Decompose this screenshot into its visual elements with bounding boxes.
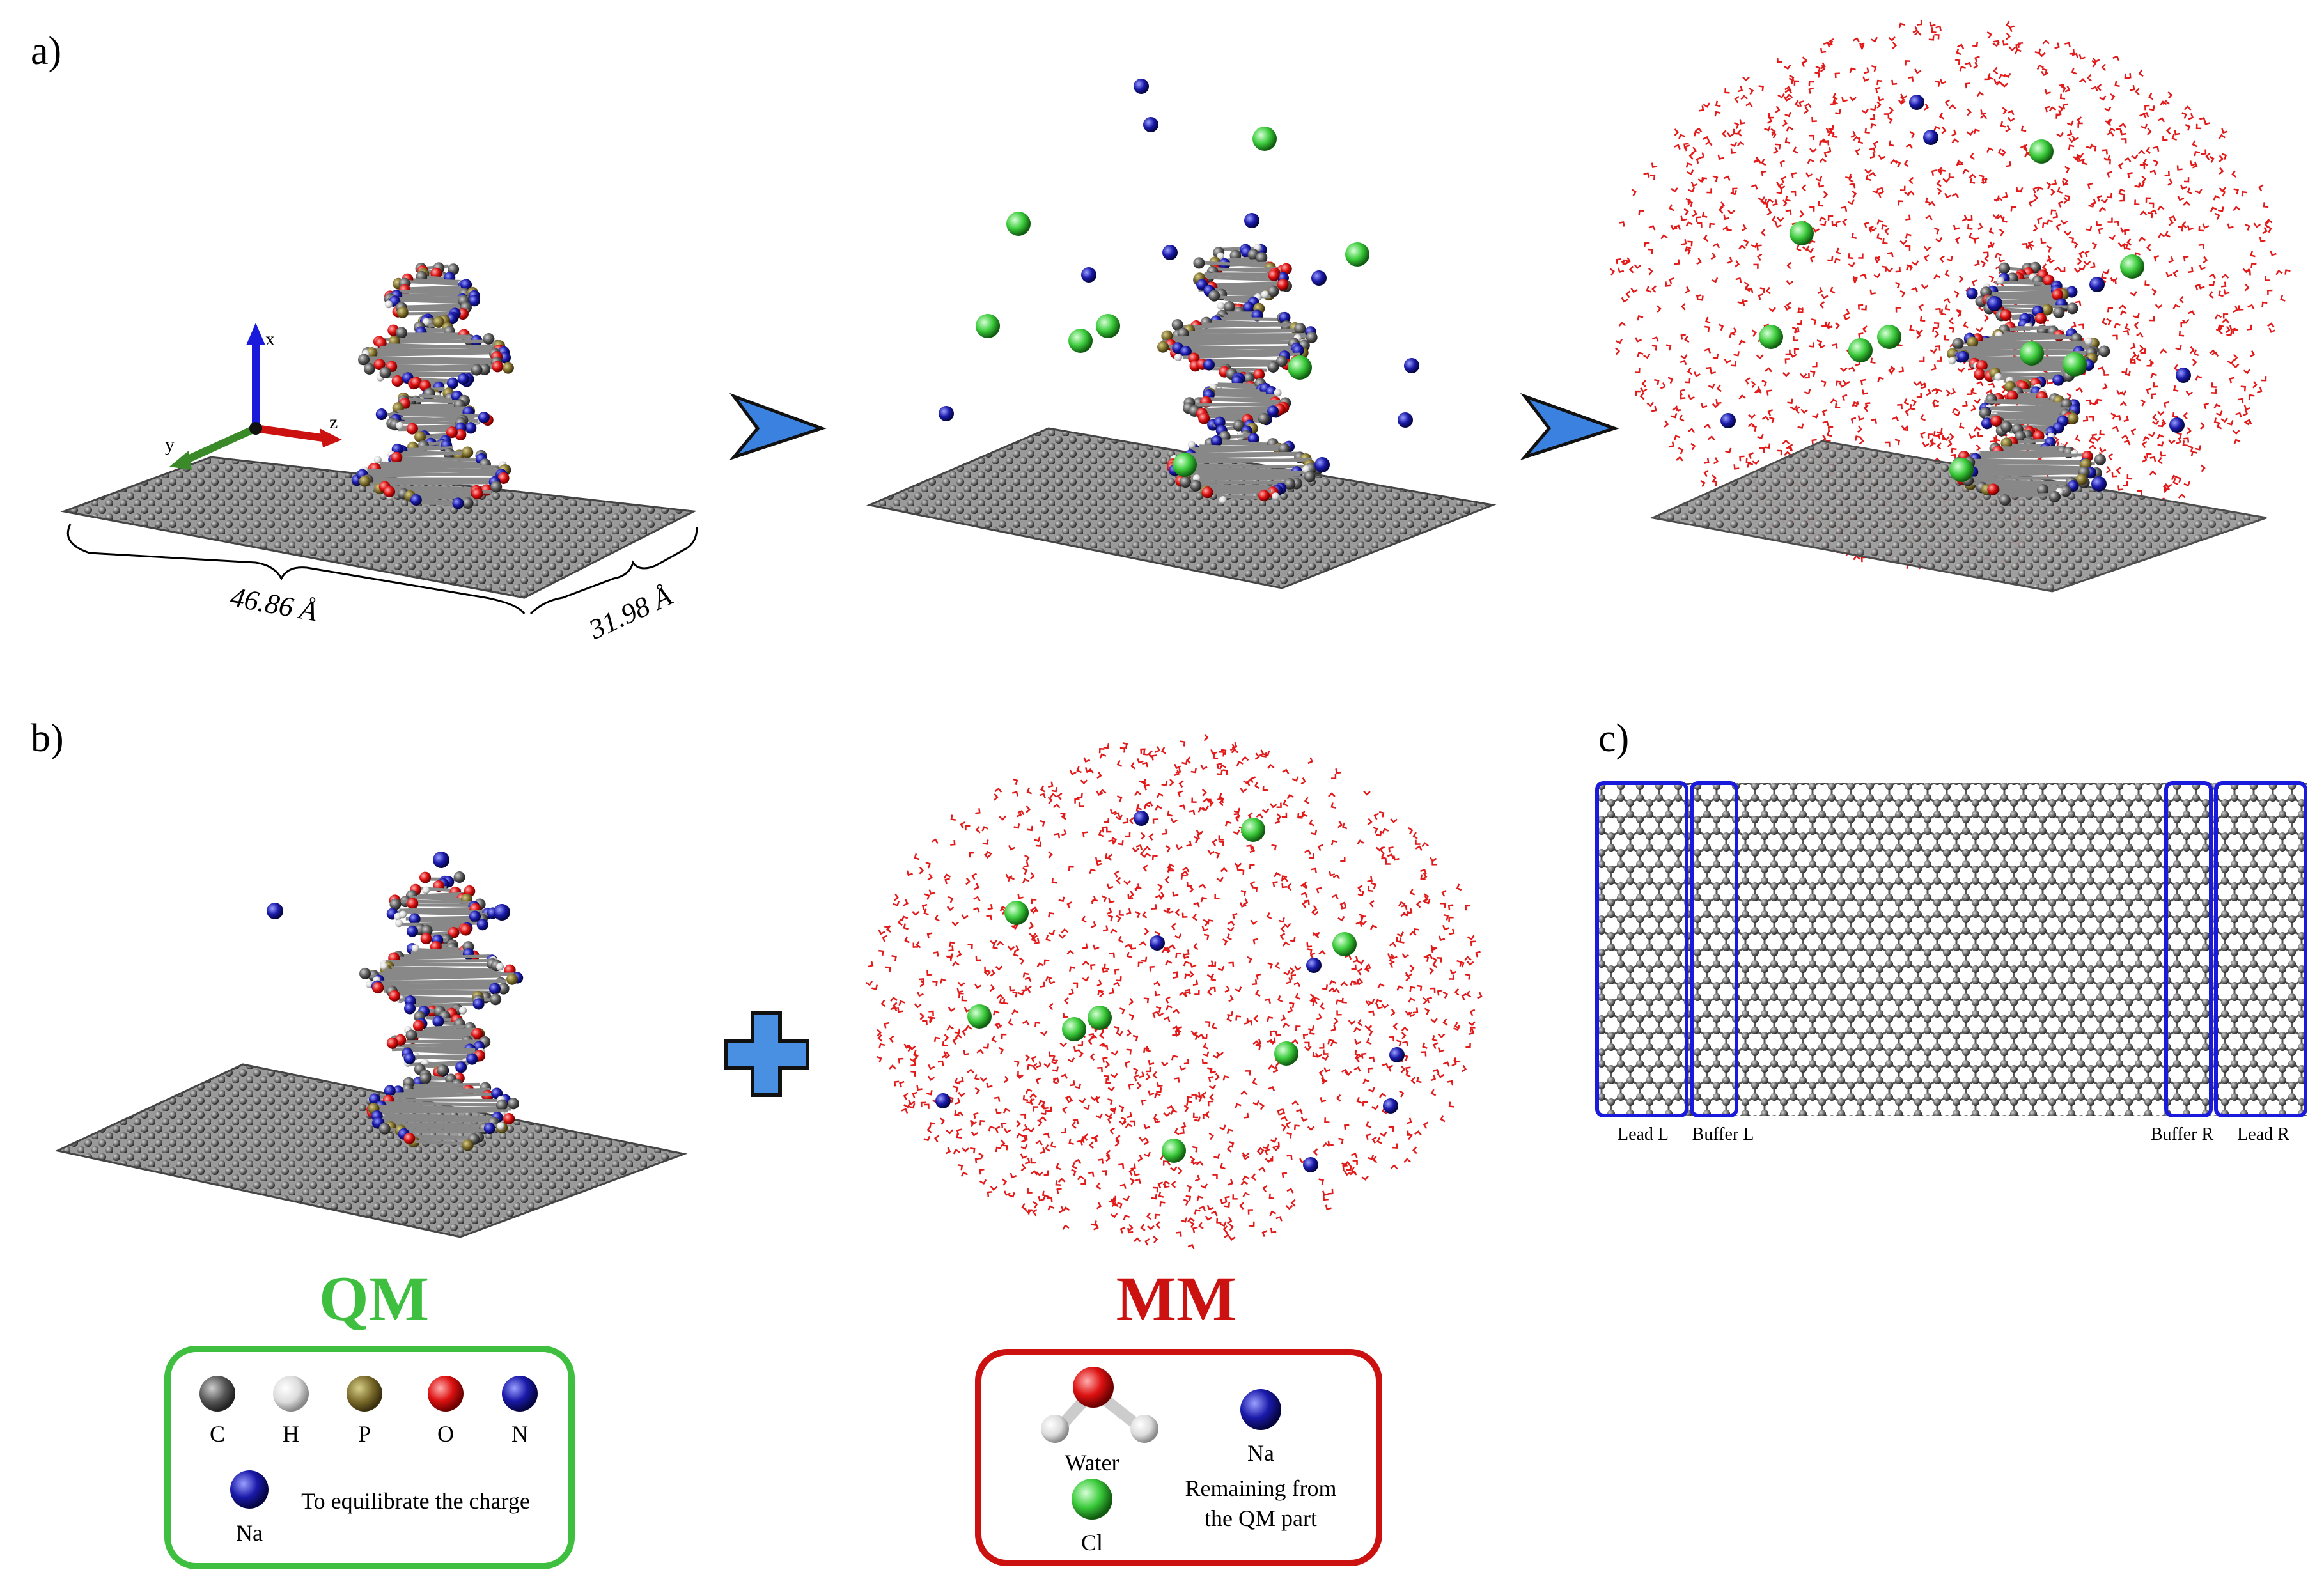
mm-na-note-line1: Remaining from xyxy=(1185,1475,1337,1501)
axis-label-y: y xyxy=(165,434,175,455)
axis-label-z: z xyxy=(329,412,338,433)
lead-right-label: Lead R xyxy=(2237,1124,2289,1144)
mm-cl-label: Cl xyxy=(1081,1530,1103,1555)
ions-group-mm xyxy=(935,811,1405,1172)
mm-water-label: Water xyxy=(1065,1450,1119,1475)
plus-sign xyxy=(724,1011,809,1097)
ions-group-3 xyxy=(1720,95,2191,492)
sodium-counterions-qm xyxy=(267,852,510,921)
qm-legend: C H P O N Na To equilibrate the charge xyxy=(164,1346,575,1569)
width-label: 31.98 Å xyxy=(584,580,678,646)
atom-label-o: O xyxy=(437,1421,454,1447)
atom-label-h: H xyxy=(283,1421,299,1447)
graphene-sheet-3 xyxy=(1649,440,2267,593)
water-box-3 xyxy=(1609,19,2291,570)
mm-legend: Water Cl Na Remaining from the QM part xyxy=(975,1349,1382,1566)
length-label: 46.86 Å xyxy=(228,581,320,627)
axis-triad: x y z xyxy=(165,323,342,470)
mm-sodium-atom-icon xyxy=(1240,1389,1281,1430)
next-step-arrow-2 xyxy=(1520,393,1619,461)
dna-strand-1 xyxy=(351,262,514,509)
dna-strand-qm xyxy=(359,871,524,1151)
mm-na-label: Na xyxy=(1247,1440,1274,1466)
oxygen-atom-icon xyxy=(428,1376,464,1412)
panel-label-c: c) xyxy=(1598,717,1629,760)
atom-label-n: N xyxy=(511,1421,528,1447)
buffer-right-box xyxy=(2164,781,2213,1117)
buffer-right-label: Buffer R xyxy=(2151,1124,2214,1144)
panel-label-a: a) xyxy=(31,29,61,73)
water-molecule-icon xyxy=(1041,1367,1158,1443)
nitrogen-atom-icon xyxy=(502,1376,538,1412)
lead-left-label: Lead L xyxy=(1618,1124,1669,1144)
phosphorus-atom-icon xyxy=(347,1376,382,1412)
qm-title: QM xyxy=(319,1263,429,1334)
lead-left-box xyxy=(1595,781,1688,1117)
water-box-mm xyxy=(865,733,1483,1250)
lead-right-box xyxy=(2214,781,2307,1117)
graphene-transport-device: Lead L Buffer L Buffer R Lead R xyxy=(1595,781,2307,1144)
mm-na-note-line2: the QM part xyxy=(1205,1505,1317,1531)
next-step-arrow-1 xyxy=(729,393,827,461)
atom-label-p: P xyxy=(358,1421,371,1447)
buffer-left-label: Buffer L xyxy=(1692,1124,1754,1144)
qm-na-label: Na xyxy=(236,1520,263,1546)
graphene-sheet-qm xyxy=(54,1063,688,1238)
sodium-atom-icon xyxy=(230,1470,269,1509)
graphene-sheet-2 xyxy=(866,427,1497,589)
axis-label-x: x xyxy=(265,329,275,350)
qm-na-note: To equilibrate the charge xyxy=(301,1488,530,1514)
buffer-left-box xyxy=(1690,781,1738,1117)
panel-label-b: b) xyxy=(31,717,64,760)
graphene-sheet-1 xyxy=(60,456,698,599)
ions-group-2 xyxy=(939,79,1419,477)
hydrogen-atom-icon xyxy=(273,1376,309,1412)
mm-title: MM xyxy=(1116,1263,1237,1334)
atom-label-c: C xyxy=(210,1421,225,1447)
carbon-atom-icon xyxy=(199,1376,235,1412)
chlorine-atom-icon xyxy=(1072,1479,1112,1520)
